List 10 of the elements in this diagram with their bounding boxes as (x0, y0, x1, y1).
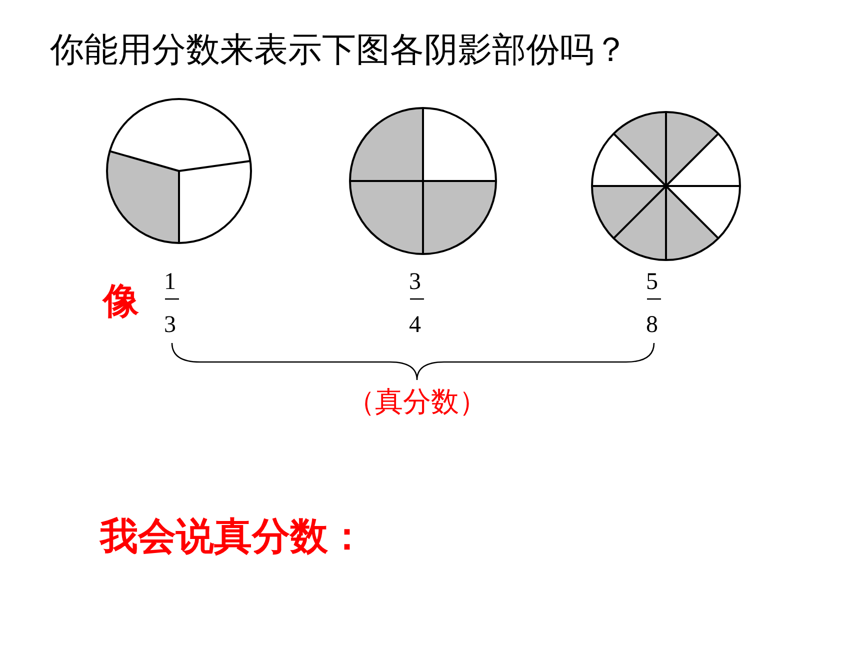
intro-word: 像 (103, 280, 139, 324)
numerator: 3 (409, 268, 421, 296)
title: 你能用分数来表示下图各阴影部份吗？ (50, 29, 628, 72)
denominator: 4 (409, 311, 421, 339)
numerator: 1 (164, 268, 176, 296)
numerator: 5 (646, 268, 658, 296)
prompt-text: 我会说真分数： (100, 513, 366, 560)
denominator: 8 (646, 311, 658, 339)
brace-caption: （真分数） (346, 384, 488, 420)
denominator: 3 (164, 311, 176, 339)
